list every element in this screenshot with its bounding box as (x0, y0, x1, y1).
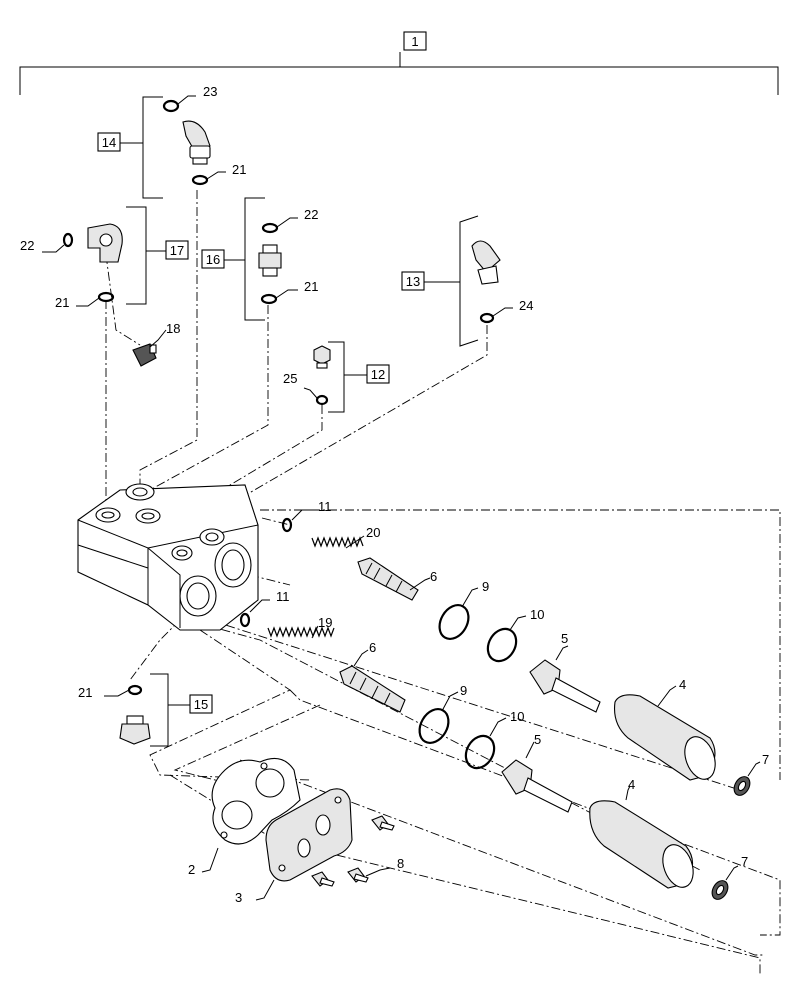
callout-6-lower: 6 (369, 640, 376, 655)
seal-7-upper: 7 (733, 752, 769, 796)
group-12-bracket: 12 (328, 341, 390, 413)
plug-12 (313, 345, 331, 369)
plunger-5-upper: 5 (529, 631, 601, 713)
o-ring-10-lower: 10 (464, 709, 524, 770)
callout-21-center: 21 (304, 279, 318, 294)
sleeve-4-upper: 4 (613, 677, 716, 781)
callout-5-lower: 5 (534, 732, 541, 747)
o-ring-9-upper: 9 (438, 579, 489, 640)
callout-5-upper: 5 (561, 631, 568, 646)
assembly-bracket: 1 (19, 31, 779, 95)
callout-18: 18 (166, 321, 180, 336)
group-box-17: 17 (170, 243, 184, 258)
callout-10-lower: 10 (510, 709, 524, 724)
callout-23: 23 (203, 84, 217, 99)
group-16-bracket: 16 (201, 197, 265, 321)
callout-6-upper: 6 (430, 569, 437, 584)
retaining-ring-11-upper: 11 (281, 499, 332, 533)
callout-25: 25 (283, 371, 297, 386)
plunger-5-lower: 5 (501, 732, 573, 813)
o-ring-21-bottom: 21 (78, 684, 143, 700)
o-ring-22-left: 22 (20, 232, 74, 253)
alignment-lines (105, 190, 781, 975)
o-ring-9-lower: 9 (418, 683, 467, 744)
callout-9-upper: 9 (482, 579, 489, 594)
callout-9-lower: 9 (460, 683, 467, 698)
group-box-14: 14 (102, 135, 116, 150)
callout-8: 8 (397, 856, 404, 871)
callout-20: 20 (366, 525, 380, 540)
group-14-bracket: 14 (97, 96, 163, 199)
elbow-fitting-14 (182, 120, 211, 165)
o-ring-22-center: 22 (261, 207, 318, 234)
group-13-bracket: 13 (401, 215, 479, 347)
swivel-elbow-17 (87, 223, 123, 263)
screw-8: 8 (311, 815, 404, 887)
callout-22-left: 22 (20, 238, 34, 253)
plug-15 (119, 715, 151, 745)
retaining-ring-11-lower: 11 (239, 589, 290, 628)
callout-10-upper: 10 (530, 607, 544, 622)
sleeve-4-lower: 4 (589, 777, 694, 889)
o-ring-23: 23 (162, 84, 217, 113)
gasket-2: 2 (188, 757, 301, 877)
group-box-15: 15 (194, 697, 208, 712)
spring-20: 20 (311, 525, 380, 549)
spool-6-upper: 6 (357, 557, 437, 601)
o-ring-25: 25 (283, 371, 329, 406)
callout-21-top: 21 (232, 162, 246, 177)
callout-21-bottom: 21 (78, 685, 92, 700)
elbow-fitting-13 (471, 240, 501, 285)
sensor-18: 18 (132, 321, 180, 367)
plate-3: 3 (235, 788, 353, 905)
group-box-13: 13 (406, 274, 420, 289)
straight-fitting-16 (258, 244, 282, 277)
callout-21-left: 21 (55, 295, 69, 310)
callout-11-upper: 11 (318, 499, 332, 514)
group-box-16: 16 (206, 252, 220, 267)
callout-24: 24 (519, 298, 533, 313)
callout-4-upper: 4 (679, 677, 686, 692)
callout-11-lower: 11 (276, 589, 290, 604)
group-17-bracket: 17 (126, 206, 189, 305)
callout-2: 2 (188, 862, 195, 877)
callout-22-center: 22 (304, 207, 318, 222)
callout-7-upper: 7 (762, 752, 769, 767)
o-ring-10-upper: 10 (486, 607, 544, 663)
callout-7-lower: 7 (741, 854, 748, 869)
callout-4-lower: 4 (628, 777, 635, 792)
o-ring-24: 24 (479, 298, 533, 324)
spool-6-lower: 6 (339, 640, 406, 713)
assembly-number-1: 1 (411, 34, 418, 49)
valve-body (77, 483, 259, 631)
seal-7-lower: 7 (711, 854, 748, 900)
o-ring-21-left: 21 (55, 291, 115, 310)
group-15-bracket: 15 (150, 673, 213, 747)
o-ring-21-center: 21 (260, 279, 318, 305)
callout-19: 19 (318, 615, 332, 630)
callout-3: 3 (235, 890, 242, 905)
o-ring-21-top: 21 (191, 162, 246, 186)
spring-19: 19 (267, 615, 335, 639)
group-box-12: 12 (371, 367, 385, 382)
